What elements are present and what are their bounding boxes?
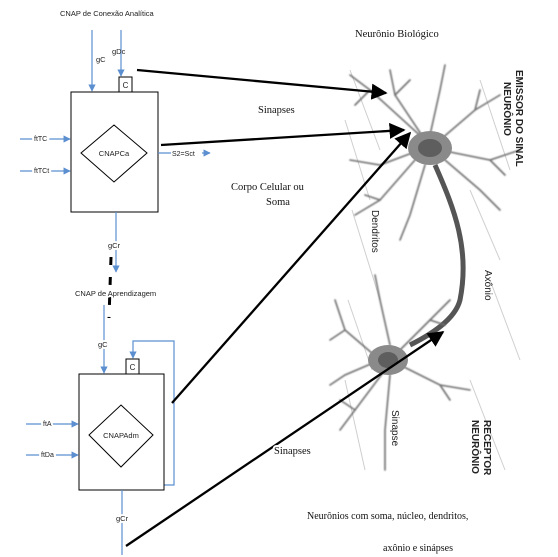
cnap-bottom-ftda-label: ftDa [41, 452, 54, 459]
svg-text:ftTCt: ftTCt [34, 168, 49, 175]
svg-text:gCr: gCr [108, 241, 121, 250]
cnap-top-fttct-label: ftTCt [34, 168, 49, 175]
emitter-label-1: NEURÔNIO [501, 82, 514, 136]
svg-text:ftDa: ftDa [41, 452, 54, 459]
cnap-aprendizagem: CNAP de Aprendizagem CNAP de Aprendizage… [26, 288, 175, 555]
cnap-bottom-gc-label: gC [98, 340, 108, 349]
cnap-top-gc-label: gC [96, 55, 106, 64]
emitter-label-2: EMISSOR DO SINAL [513, 70, 524, 167]
svg-text:ftTC: ftTC [34, 136, 47, 143]
caption-line-2: axônio e sinápses [383, 543, 453, 554]
arrow-c-to-synapse [136, 68, 388, 100]
cnap-top-gcr-label: gCr [108, 241, 121, 250]
neuron-illustration: NEURÔNIO EMISSOR DO SINAL NEURÔNIO RECEP… [329, 64, 524, 476]
emitter-nucleus [418, 139, 442, 157]
synapses-top-label: Sinapses [258, 105, 295, 116]
cell-body-label-2: Soma [266, 197, 290, 208]
cnap-top-diamond [80, 124, 148, 183]
cnap-top-center-label: CNAPCa [99, 149, 130, 158]
cnap-top-fttc-label: ftTC [34, 136, 47, 143]
cnap-bottom-title: CNAP de Aprendizagem [75, 289, 156, 298]
cnap-bottom-gcr-label: gCr [116, 514, 129, 523]
svg-text:gC: gC [98, 340, 108, 349]
axon [408, 163, 466, 348]
arrow-cnapca-to-soma [160, 122, 406, 147]
mapping-arrows [125, 68, 445, 547]
cnap-bottom-diamond [88, 404, 154, 468]
svg-text:Sinapses: Sinapses [274, 446, 311, 457]
synapses-bottom-label: Sinapses [274, 446, 311, 457]
neuron-title: Neurônio Biológico [355, 29, 439, 40]
caption-line-1: Neurônios com soma, núcleo, dendritos, [307, 511, 468, 522]
cnap-top-c-label: C [123, 81, 129, 90]
arrow-cnapadm-to-soma [171, 131, 412, 404]
cnap-top-gdc-label: gDc [112, 47, 126, 56]
svg-text:CNAP de Aprendizagem: CNAP de Aprendizagem [75, 289, 156, 298]
emitter-dendrites [349, 64, 521, 241]
cnap-bottom-fta-label: ftA [43, 421, 52, 428]
receiver-dendrites [329, 274, 471, 471]
axon-label: Axônio [482, 270, 493, 301]
receiver-nucleus [378, 352, 398, 368]
cnap-bottom-center-label: CNAPAdm [103, 431, 139, 440]
receiver-label-2: RECEPTOR [481, 420, 492, 476]
synapse-label: Sinapse [389, 410, 400, 447]
illustration-texture [344, 69, 521, 471]
cell-body-label-1: Corpo Celular ou [231, 182, 305, 193]
cnap-top-s2-label: S2=Sct [172, 151, 195, 158]
svg-text:ftA: ftA [43, 421, 52, 428]
dendrites-label: Dendritos [369, 210, 380, 253]
cnap-conexao-analitica: CNAP de Conexão Analítica gC gDc C CNAPC… [20, 9, 211, 273]
receiver-label-1: NEURÔNIO [469, 420, 482, 474]
cnap-top-title: CNAP de Conexão Analítica [60, 9, 154, 18]
blocks-dashed-link [107, 256, 113, 319]
svg-text:gCr: gCr [116, 514, 129, 523]
cnap-bottom-c-label: C [130, 363, 136, 372]
arrow-gcr-to-synapse [125, 331, 445, 547]
